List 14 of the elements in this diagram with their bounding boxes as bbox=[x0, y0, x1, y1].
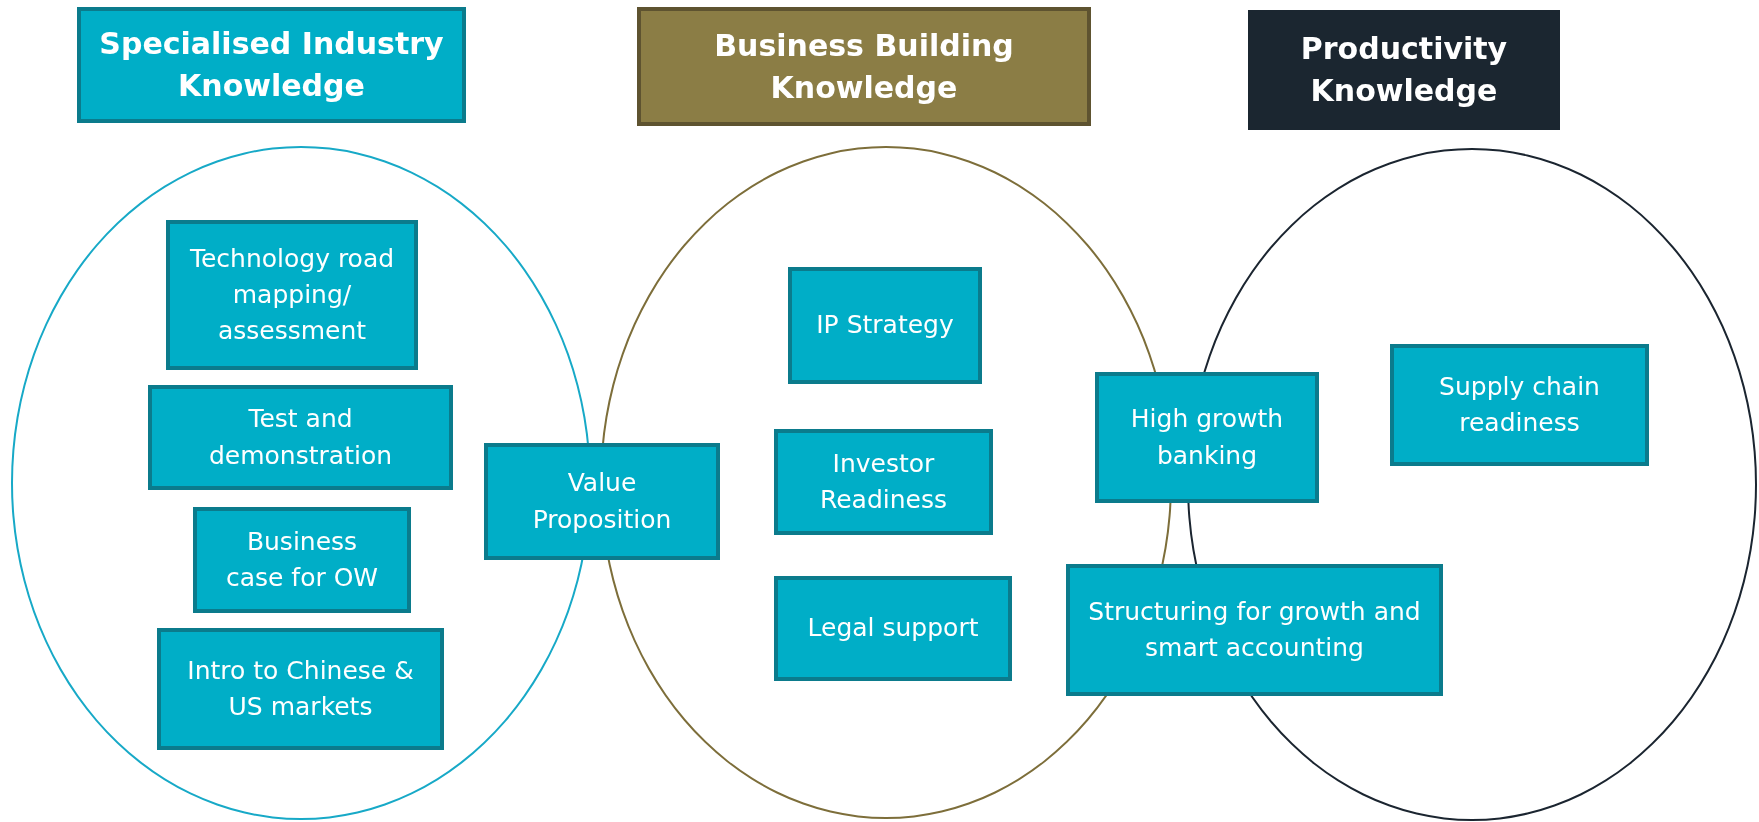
topic-box: High growth banking bbox=[1095, 372, 1319, 503]
topic-box: Legal support bbox=[774, 576, 1012, 681]
category-heading: Business Building Knowledge bbox=[637, 7, 1091, 126]
topic-box: Business case for OW bbox=[193, 507, 411, 613]
topic-box: Value Proposition bbox=[484, 443, 720, 560]
topic-box: Investor Readiness bbox=[774, 429, 993, 535]
category-heading: Productivity Knowledge bbox=[1248, 10, 1560, 130]
category-heading: Specialised Industry Knowledge bbox=[77, 7, 466, 123]
topic-box: Supply chain readiness bbox=[1390, 344, 1649, 466]
topic-box: Technology road mapping/ assessment bbox=[166, 220, 418, 370]
topic-box: Structuring for growth and smart accounting bbox=[1066, 564, 1443, 696]
topic-box: Test and demonstration bbox=[148, 385, 453, 490]
topic-box: Intro to Chinese & US markets bbox=[157, 628, 444, 750]
topic-box: IP Strategy bbox=[788, 267, 982, 384]
